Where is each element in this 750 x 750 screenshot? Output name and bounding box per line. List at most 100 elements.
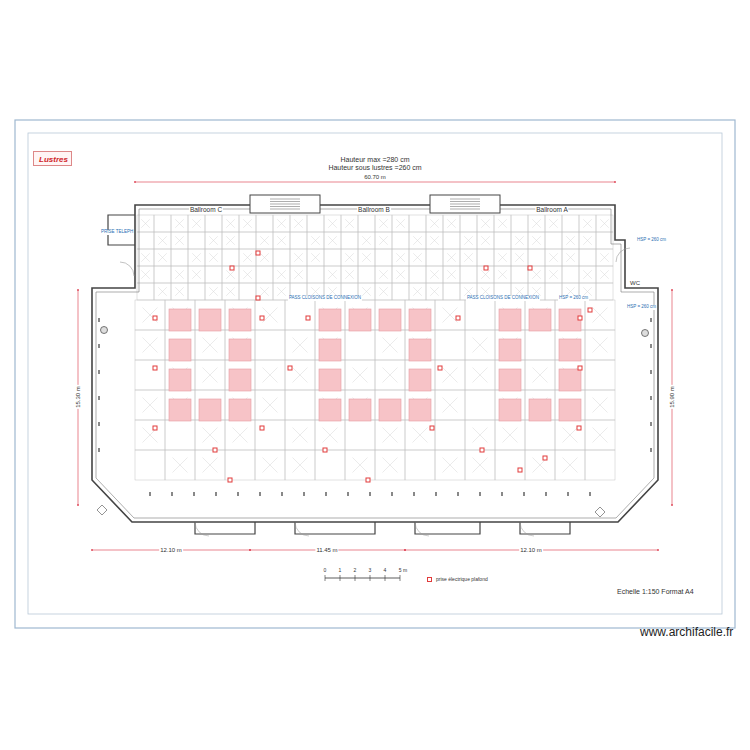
ceiling-tile bbox=[255, 390, 285, 420]
wall-fixture bbox=[391, 492, 393, 496]
tile-cross bbox=[203, 368, 218, 383]
ceiling-tile bbox=[171, 266, 188, 283]
ceiling-tile bbox=[315, 330, 345, 360]
ceiling-tile bbox=[256, 283, 273, 300]
ceiling-socket bbox=[153, 426, 157, 430]
ceiling-tile bbox=[465, 390, 495, 420]
ceiling-tile bbox=[585, 450, 615, 480]
ceiling-tile bbox=[375, 390, 405, 420]
dimension-end bbox=[134, 181, 136, 183]
dimension-label: 12.10 m bbox=[159, 547, 183, 554]
ceiling-tile bbox=[273, 266, 290, 283]
tile-cross bbox=[379, 270, 388, 279]
ceiling-socket bbox=[577, 426, 581, 430]
tile-cross bbox=[593, 398, 608, 413]
ceiling-tile bbox=[392, 266, 409, 283]
ceiling-tile bbox=[375, 450, 405, 480]
chandelier bbox=[499, 339, 521, 361]
scale-tick bbox=[385, 575, 386, 581]
door-swing bbox=[616, 248, 630, 262]
ceiling-tile bbox=[285, 300, 315, 330]
ceiling-tile bbox=[222, 283, 239, 300]
tile-cross bbox=[362, 253, 371, 262]
chandelier bbox=[409, 339, 431, 361]
door-swing bbox=[195, 522, 209, 536]
ceiling-tile bbox=[345, 300, 375, 330]
legend-text: prise électrique plafond bbox=[436, 576, 488, 582]
ceiling-tile bbox=[154, 249, 171, 266]
tile-cross bbox=[203, 458, 218, 473]
wall-fixture bbox=[347, 492, 349, 496]
ceiling-tile bbox=[255, 360, 285, 390]
ceiling-tile bbox=[222, 232, 239, 249]
tile-cross bbox=[532, 287, 541, 296]
tile-cross bbox=[311, 287, 320, 296]
ceiling-tile bbox=[188, 249, 205, 266]
tile-cross bbox=[345, 219, 354, 228]
ceiling-tile bbox=[495, 420, 525, 450]
ceiling-tile bbox=[239, 266, 256, 283]
tile-cross bbox=[175, 236, 184, 245]
tile-cross bbox=[515, 253, 524, 262]
tile-cross bbox=[277, 287, 286, 296]
ceiling-tile bbox=[495, 450, 525, 480]
tile-cross bbox=[353, 368, 368, 383]
ceiling-tile bbox=[375, 283, 392, 300]
ceiling-tile bbox=[137, 283, 154, 300]
chandelier bbox=[229, 339, 251, 361]
ceiling-tile bbox=[256, 232, 273, 249]
ceiling-tile bbox=[205, 249, 222, 266]
plan-label: Hauteur sous lustres =260 cm bbox=[328, 164, 421, 172]
ceiling-tile bbox=[195, 330, 225, 360]
stage-slat bbox=[450, 209, 480, 210]
ceiling-tile bbox=[290, 215, 307, 232]
ceiling-tile bbox=[465, 420, 495, 450]
ceiling-tile bbox=[154, 283, 171, 300]
ceiling-tile bbox=[409, 249, 426, 266]
ceiling-tile bbox=[255, 450, 285, 480]
ceiling-tile bbox=[528, 266, 545, 283]
stage-slat bbox=[270, 206, 300, 207]
ceiling-tile bbox=[345, 390, 375, 420]
wall-fixture bbox=[650, 396, 652, 400]
plan-label: 4 bbox=[384, 568, 387, 574]
chandelier bbox=[169, 399, 191, 421]
dimension-end bbox=[77, 289, 79, 291]
ceiling-tile bbox=[315, 420, 345, 450]
stage-slat bbox=[450, 199, 480, 200]
tile-cross bbox=[203, 338, 218, 353]
ceiling-tile bbox=[409, 283, 426, 300]
ceiling-socket bbox=[323, 448, 327, 452]
inner-wall bbox=[96, 209, 654, 518]
ceiling-tile bbox=[135, 360, 165, 390]
ceiling-tile bbox=[195, 420, 225, 450]
marker-diamond bbox=[595, 507, 605, 517]
tile-cross bbox=[243, 253, 252, 262]
ceiling-tile bbox=[195, 450, 225, 480]
plan-label: 0 bbox=[324, 568, 327, 574]
ceiling-tile bbox=[135, 420, 165, 450]
ceiling-tile bbox=[225, 300, 255, 330]
ceiling-tile bbox=[596, 232, 613, 249]
ceiling-tile bbox=[285, 450, 315, 480]
ceiling-tile bbox=[545, 232, 562, 249]
tile-cross bbox=[549, 253, 558, 262]
plan-label: Ballroom A bbox=[535, 206, 568, 213]
ceiling-tile bbox=[307, 232, 324, 249]
dimension-end bbox=[91, 549, 93, 551]
tile-cross bbox=[226, 287, 235, 296]
ceiling-tile bbox=[579, 249, 596, 266]
ceiling-tile bbox=[188, 266, 205, 283]
ceiling-tile bbox=[495, 300, 525, 330]
stage-box bbox=[430, 195, 500, 213]
tile-cross bbox=[293, 338, 308, 353]
scale-tick bbox=[370, 575, 371, 581]
tile-cross bbox=[473, 428, 488, 443]
tile-cross bbox=[583, 287, 592, 296]
plan-note: HSP = 260 cm bbox=[636, 238, 667, 243]
plan-label: www.archifacile.fr bbox=[640, 626, 733, 639]
chandelier bbox=[169, 309, 191, 331]
tile-cross bbox=[243, 270, 252, 279]
chandelier bbox=[559, 339, 581, 361]
ceiling-tile bbox=[341, 249, 358, 266]
